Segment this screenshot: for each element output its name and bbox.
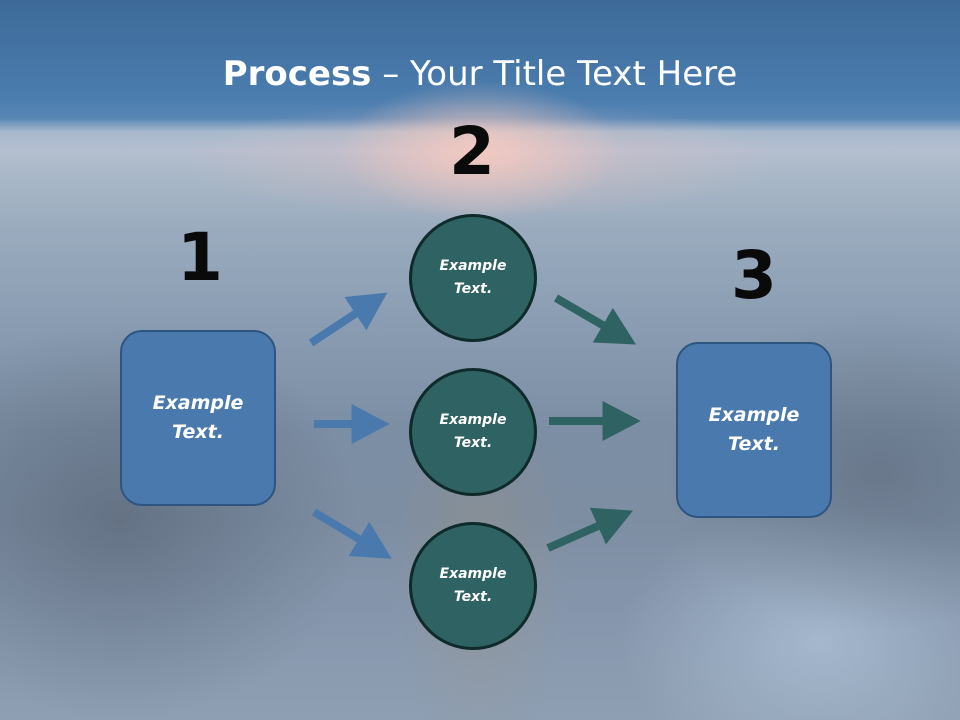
arrow-1-to-2-bottom [311, 508, 392, 559]
step-number-2: 2 [449, 113, 495, 190]
step-3-text: Example Text. [708, 404, 800, 455]
step-1-text: Example Text. [152, 392, 244, 443]
step-number-3: 3 [731, 237, 777, 314]
title-bold: Process [222, 54, 372, 94]
step-number-1: 1 [177, 219, 223, 296]
step-2-circle-bottom: Example Text. [409, 522, 537, 650]
step-3-box: Example Text. [676, 342, 832, 518]
arrow-1-to-2-top [308, 292, 388, 347]
title-rest: – Your Title Text Here [371, 54, 738, 94]
arrow-2-top-to-3 [553, 294, 636, 345]
step-2-text-middle: Example Text. [439, 412, 507, 451]
step-2-circle-top: Example Text. [409, 214, 537, 342]
step-2-circle-middle: Example Text. [409, 368, 537, 496]
step-2-text-top: Example Text. [439, 258, 507, 297]
step-1-box: Example Text. [120, 330, 276, 506]
step-2-text-bottom: Example Text. [439, 566, 507, 605]
arrow-2-bottom-to-3 [546, 507, 634, 552]
slide-title: Process – Your Title Text Here [0, 52, 960, 96]
